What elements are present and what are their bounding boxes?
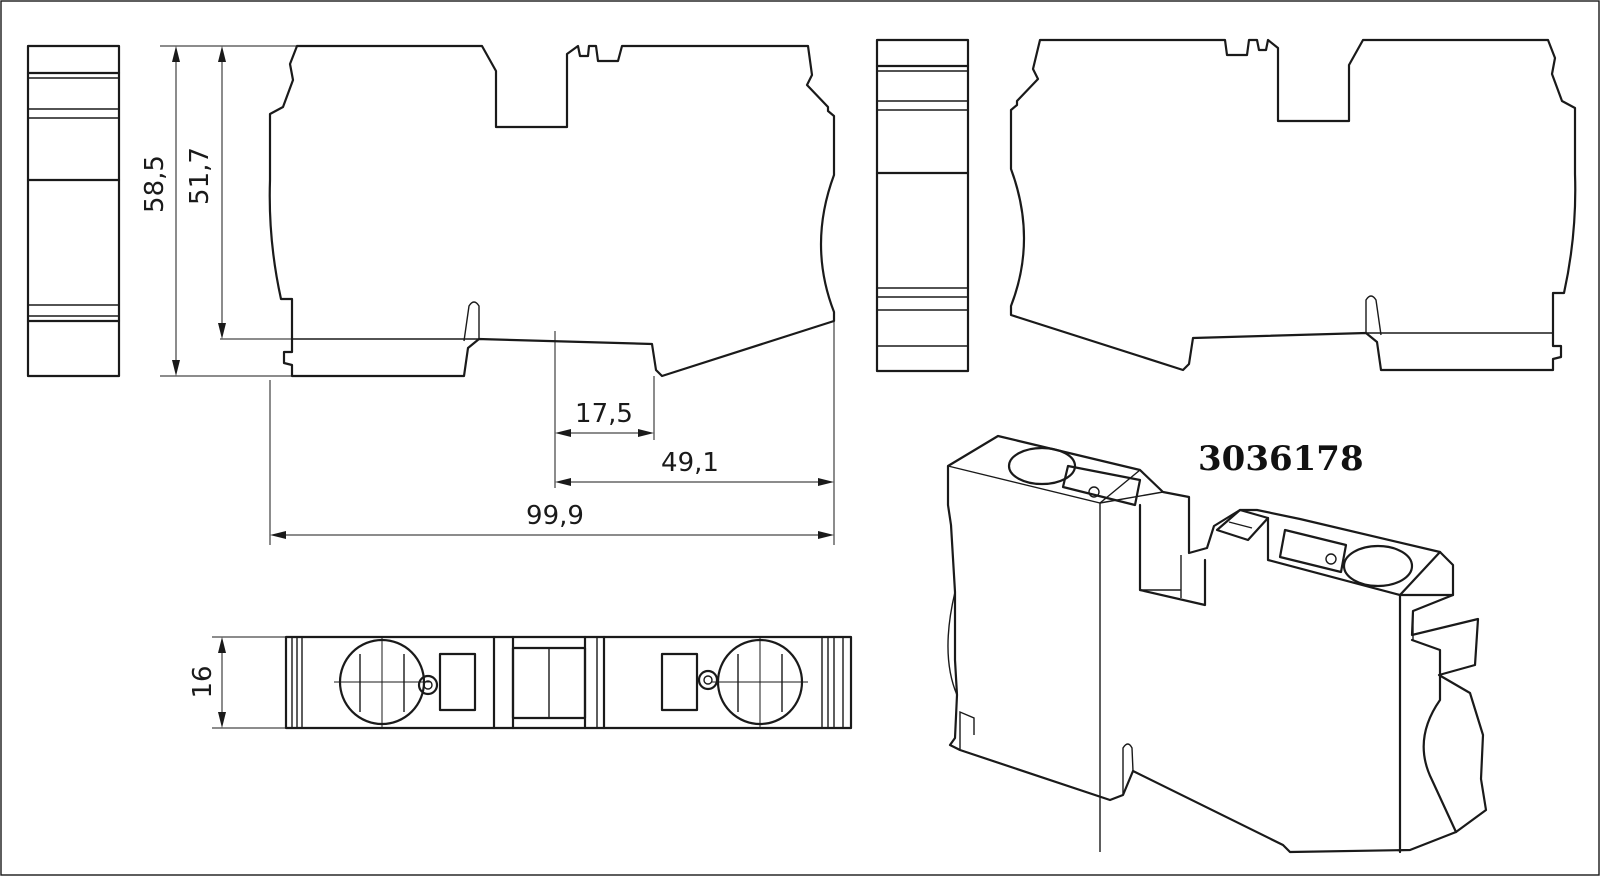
dimension-total-length <box>269 380 834 545</box>
end-view-left <box>26 44 121 378</box>
dimension-body-height <box>218 46 292 340</box>
dim-width-label: 16 <box>188 665 218 698</box>
front-view-mirrored <box>1009 38 1577 372</box>
top-view <box>284 635 853 730</box>
dimension-offset-a <box>554 331 655 488</box>
dim-body-height-label: 51,7 <box>185 147 215 205</box>
dim-offset-a-label: 17,5 <box>575 399 633 429</box>
dimension-offset-b <box>555 321 835 545</box>
end-view-right <box>875 38 970 373</box>
dimension-width <box>212 636 286 729</box>
front-view-dimensioned <box>268 44 836 378</box>
dim-offset-b-label: 49,1 <box>661 448 719 478</box>
dim-total-height-label: 58,5 <box>140 155 170 213</box>
dim-total-length-label: 99,9 <box>526 501 584 531</box>
isometric-view <box>946 434 1488 854</box>
part-number: 3036178 <box>1198 439 1364 479</box>
dimension-total-height <box>160 45 297 377</box>
